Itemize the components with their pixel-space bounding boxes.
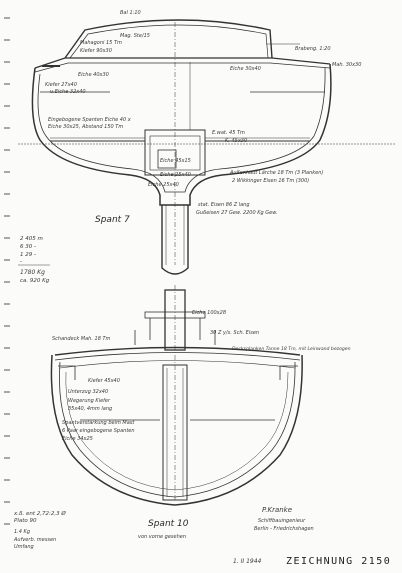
binder-marks — [4, 17, 10, 525]
mast-top-label: Mag. Ste/15 — [120, 33, 150, 39]
footer-note-4: Aufverb. messen — [13, 537, 56, 543]
label-plank-2: 2 Wikkinger Eisen 16 Tm (300) — [232, 178, 309, 184]
label-spant: Eingebogene Spanten Eiche 40 x — [48, 117, 131, 123]
label-lower-left: Schandeck Mah. 18 Tm — [52, 336, 111, 342]
footer-note-5: Umfang — [14, 544, 34, 550]
label-lower-right: Decksplanken Tanne 18 Tm, mit Leinwand b… — [232, 346, 351, 352]
weight-2: 6 30 - — [20, 244, 36, 250]
label-lower-top-2: 30 Z y/s. Sch. Eisen — [210, 330, 259, 336]
weight-total: 1780 Kg — [20, 269, 45, 276]
label-spant-2: Eiche 30x25, Abstand 150 Tm — [48, 124, 123, 130]
label-keel: Eiche 25x40 — [160, 172, 191, 178]
label-tie: Eiche 30x40 — [230, 66, 261, 72]
section-subtitle-spant-10: von vorne gesehen — [138, 534, 186, 540]
label-wegerung-2: 35x40, 4mm lang — [68, 406, 112, 412]
drawing-number: ZEICHNUNG 2150 — [286, 556, 391, 567]
lower-section — [50, 285, 303, 506]
label-kiefer-frame: Kiefer 90x30 — [80, 48, 112, 54]
signature-title: Schiffbauingenieur — [258, 518, 306, 524]
label-mast-reinforce-2: 6 Paar eingebogene Spanten — [62, 428, 135, 434]
signature-block: P.Kranke Schiffbauingenieur Berlin - Fri… — [254, 506, 314, 532]
label-ballast-oak: Eiche 45x15 — [160, 158, 191, 164]
label-wegerung: Wegerung Kiefer — [68, 398, 111, 404]
label-mahogany-top: Mahagoni 15 Tm — [80, 40, 122, 46]
section-title-spant-7: Spant 7 — [95, 215, 130, 225]
weight-3: 1 29 - — [20, 252, 36, 258]
footer-notes: x.ß. ent 2,72:2,3 Ø Plato 90 1.4 Kg Aufv… — [13, 510, 66, 550]
weight-total-2: ca. 920 Kg — [20, 278, 50, 284]
drawing-date: 1. II 1944 — [233, 558, 262, 565]
label-keel-2: Eiche 25x40 — [148, 182, 179, 188]
top-note: Bal 1:10 — [120, 10, 141, 16]
label-floor: E.wat. 45 Tm — [212, 130, 245, 136]
label-lower-kiefer: Kiefer 45x40 — [88, 378, 120, 384]
label-oak: u.Eiche 32x40 — [50, 89, 86, 95]
footer-note-3: 1.4 Kg — [14, 529, 30, 535]
weight-4: - — [20, 259, 22, 265]
section-title-spant-10: Spant 10 — [148, 519, 189, 529]
signature-name: P.Kranke — [262, 506, 292, 514]
label-left-beam: Eiche 40x30 — [78, 72, 109, 78]
label-right-strake: Mah. 30x30 — [332, 62, 361, 68]
label-bolt: stat. Eisen 86 Z lang — [198, 202, 250, 208]
footer-note-1: x.ß. ent 2,72:2,3 Ø — [13, 510, 66, 517]
label-lower-top: Eiche 100x28 — [192, 310, 226, 316]
label-unterzug: Unterzug 32x40 — [68, 389, 108, 395]
label-mast-reinforce: Spantverstärkung beim Mast — [62, 420, 135, 426]
label-mast-reinforce-3: Eiche 34x25 — [62, 436, 93, 442]
upper-section — [18, 19, 395, 275]
label-plank: Außenhaut Lärche 18 Tm (3 Planken) — [229, 170, 323, 176]
weight-1: 2 405 m — [20, 236, 43, 242]
signature-location: Berlin - Friedrichshagen — [254, 526, 314, 532]
label-cast-iron: Gußeisen 27 Gew. 2200 Kg Gew. — [196, 210, 278, 216]
label-pine: Kiefer 27x40 — [45, 82, 77, 88]
label-floor-2: K. 45x30 — [225, 138, 247, 144]
label-right-top: Brabeng. 1:20 — [295, 46, 331, 52]
weights-list: 2 405 m 6 30 - 1 29 - - 1780 Kg ca. 920 … — [18, 236, 50, 284]
footer-note-2: Plato 90 — [14, 518, 37, 524]
